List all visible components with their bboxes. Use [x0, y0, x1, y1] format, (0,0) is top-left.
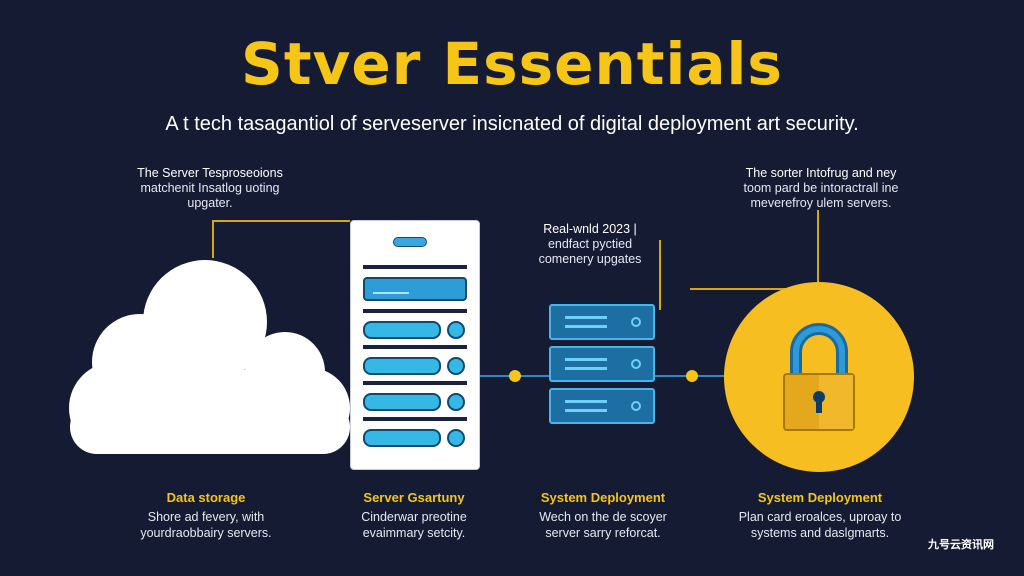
server-panel-icon	[350, 220, 480, 470]
server-divider	[363, 345, 467, 349]
rack-unit	[549, 388, 655, 424]
rack-unit	[549, 304, 655, 340]
desc-line: evaimmary setcity.	[362, 526, 466, 540]
note-middle: Real-wnld 2023 | endfact pyctied comener…	[530, 222, 650, 267]
note-left: The Server Tesproseoions matchenit Insat…	[100, 166, 320, 211]
page-title: Stver Essentials	[241, 30, 783, 98]
desc-line: Shore ad fevery, with	[147, 510, 265, 524]
note-middle-line-2: endfact pyctied	[547, 237, 633, 251]
desc-line: Wech on the de scoyer	[539, 510, 667, 524]
note-middle-line-3: comenery upgates	[538, 252, 642, 266]
connector-left-vertical	[212, 220, 214, 258]
desc-line: Cinderwar preotine	[361, 510, 467, 524]
note-left-line-3: upgater.	[187, 196, 233, 210]
server-slot-display-bar	[373, 292, 409, 294]
server-divider	[363, 417, 467, 421]
server-slot	[363, 357, 441, 375]
desc-system-deployment-1: Wech on the de scoyer server sarry refor…	[508, 509, 698, 541]
desc-line: systems and daslgmarts.	[750, 526, 890, 540]
label-data-storage: Data storage	[166, 490, 246, 505]
server-divider	[363, 309, 467, 313]
server-slot-display	[363, 277, 467, 301]
rack-unit	[549, 346, 655, 382]
note-right-line-2: toom pard be intoractrall ine	[743, 181, 899, 195]
page-subtitle: A t tech tasagantiol of serveserver insi…	[165, 113, 859, 135]
note-left-line-2: matchenit Insatlog uoting	[140, 181, 280, 195]
label-system-deployment-1: System Deployment	[540, 490, 666, 505]
note-middle-line-1: Real-wnld 2023 |	[543, 222, 637, 236]
desc-system-deployment-2: Plan card eroalces, uproay to systems an…	[710, 509, 930, 541]
server-slot	[363, 393, 441, 411]
server-divider	[363, 381, 467, 385]
server-slot-knob	[447, 357, 465, 375]
desc-line: yourdraobbairy servers.	[140, 526, 272, 540]
server-slot	[363, 321, 441, 339]
server-top-indicator	[393, 237, 427, 247]
flow-dot-left	[509, 370, 521, 382]
desc-server-security: Cinderwar preotine evaimmary setcity.	[324, 509, 504, 541]
cloud-icon	[69, 260, 350, 454]
lock-icon	[724, 282, 914, 472]
server-slot-knob	[447, 321, 465, 339]
note-right-line-3: meverefroy ulem servers.	[750, 196, 892, 210]
note-right: The sorter Intofrug and ney toom pard be…	[706, 166, 936, 211]
label-system-deployment-2: System Deployment	[757, 490, 883, 505]
desc-line: server sarry reforcat.	[545, 526, 661, 540]
connector-middle-vertical	[659, 240, 661, 310]
desc-line: Plan card eroalces, uproay to	[738, 510, 902, 524]
label-server-security: Server Gsartuny	[363, 490, 465, 505]
connector-right-vertical	[817, 210, 819, 288]
connector-left-horizontal	[212, 220, 350, 222]
server-divider	[363, 265, 467, 269]
note-left-line-1: The Server Tesproseoions	[137, 166, 283, 180]
flow-dot-right	[686, 370, 698, 382]
watermark: 九号云资讯网	[928, 538, 994, 551]
server-slot-knob	[447, 429, 465, 447]
connector-right-horizontal	[690, 288, 818, 290]
note-right-line-1: The sorter Intofrug and ney	[745, 166, 897, 180]
server-slot	[363, 429, 441, 447]
server-slot-knob	[447, 393, 465, 411]
desc-data-storage: Shore ad fevery, with yourdraobbairy ser…	[96, 509, 316, 541]
